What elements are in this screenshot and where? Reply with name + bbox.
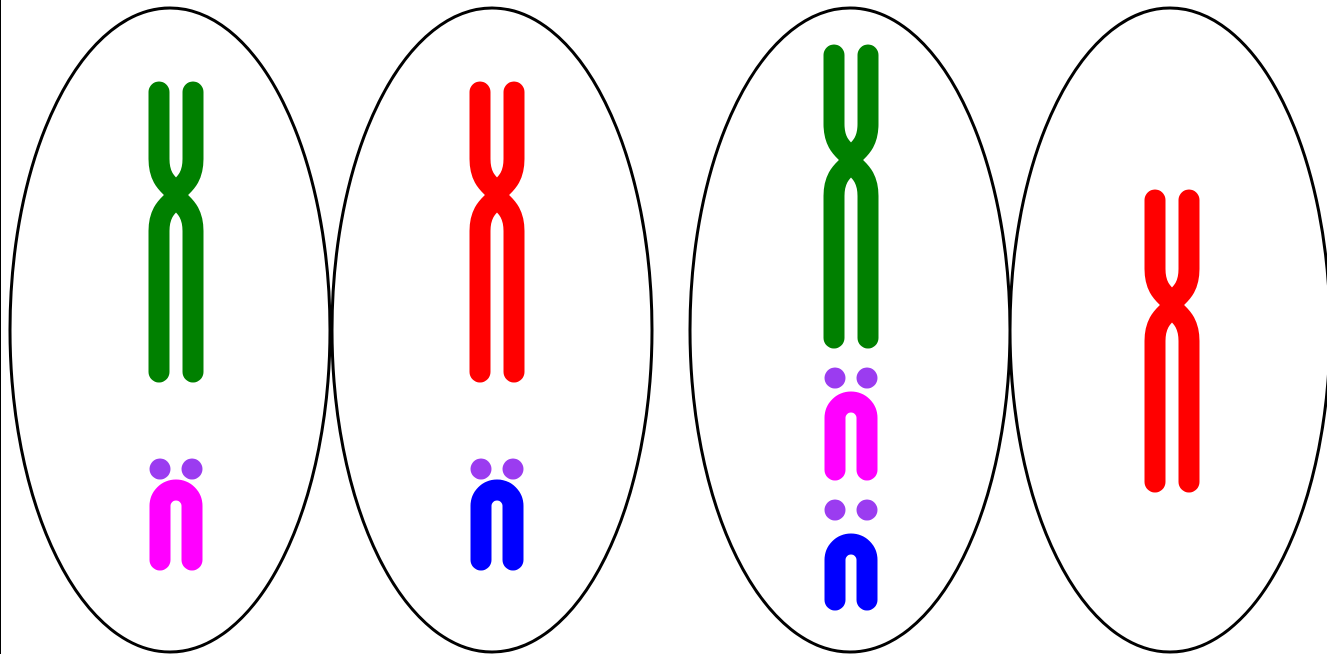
large-x-chromosome — [1155, 200, 1189, 482]
cell-2 — [332, 8, 652, 652]
cell-3 — [690, 8, 1010, 652]
cell-outline — [332, 8, 652, 652]
satellite-dot-left — [825, 368, 846, 389]
cell-1 — [10, 8, 330, 652]
left-border-line — [0, 0, 1, 654]
cell-4 — [1010, 8, 1327, 652]
large-x-chromosome — [159, 92, 193, 372]
large-x-chromosome — [834, 55, 868, 338]
small-u-chromosome — [481, 490, 513, 560]
small-u-chromosome — [835, 402, 867, 470]
cell-outline — [690, 8, 1010, 652]
small-u-chromosome — [160, 490, 192, 560]
satellite-dot-left — [471, 459, 492, 480]
satellite-dot-left — [150, 459, 171, 480]
satellite-dot-right — [857, 368, 878, 389]
cell-outline — [1010, 8, 1327, 652]
satellite-dot-right — [182, 459, 203, 480]
satellite-dot-left — [825, 500, 846, 521]
small-u-chromosome — [835, 544, 867, 600]
satellite-dot-right — [503, 459, 524, 480]
large-x-chromosome — [480, 92, 514, 372]
satellite-dot-right — [857, 500, 878, 521]
